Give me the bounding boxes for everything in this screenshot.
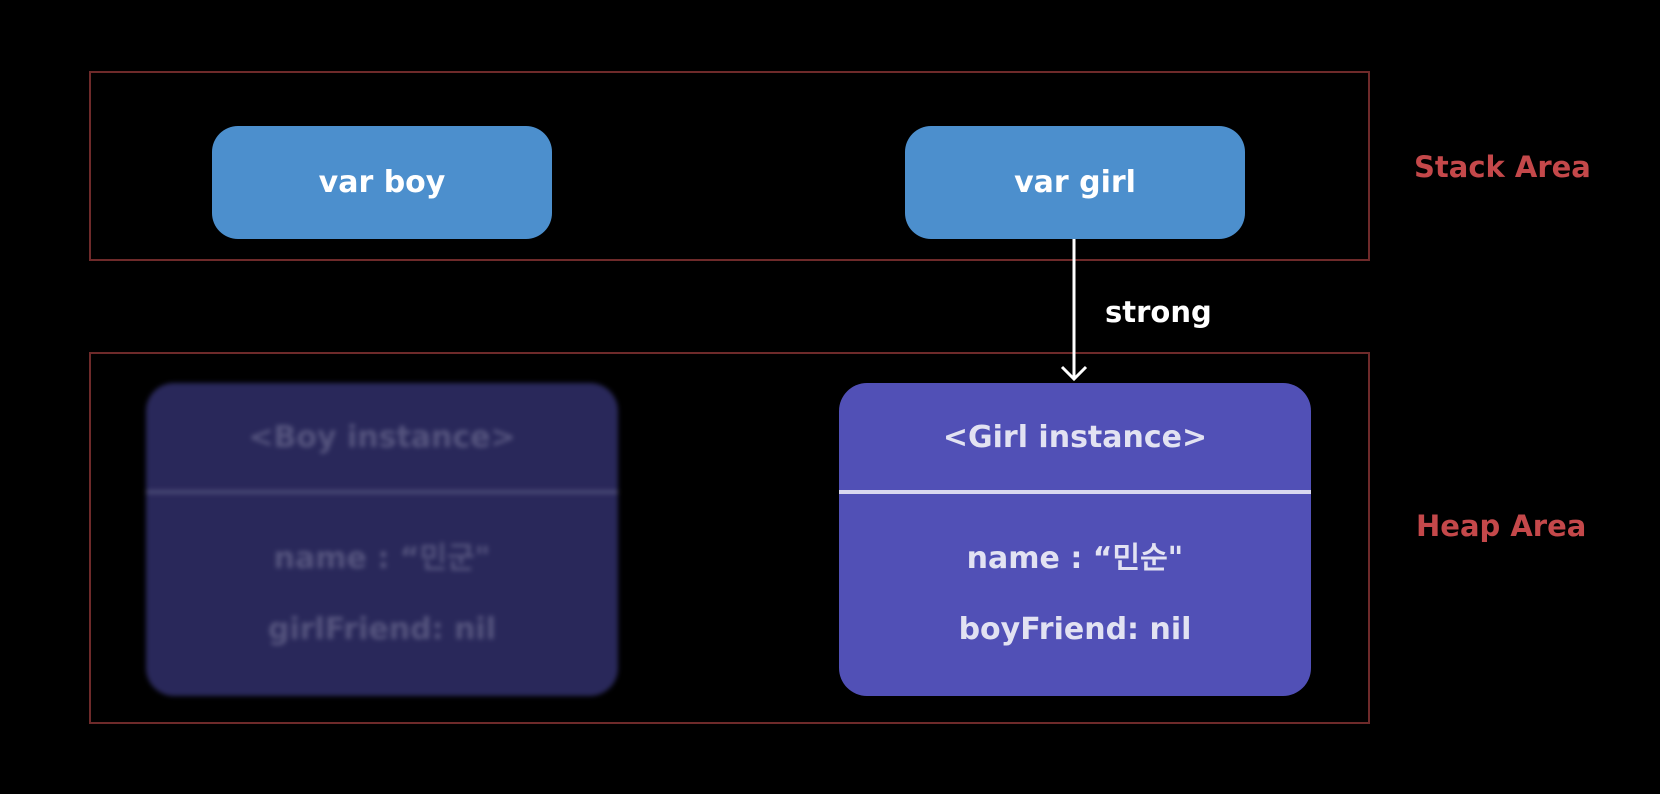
stack-area-frame <box>89 71 1370 261</box>
var-boy-label: var boy <box>318 165 446 200</box>
heap-area-label: Heap Area <box>1416 509 1587 543</box>
var-girl-box: var girl <box>905 126 1245 239</box>
girl-instance-box: <Girl instance> name : “민순" boyFriend: n… <box>839 383 1311 696</box>
var-boy-box: var boy <box>212 126 552 239</box>
var-girl-label: var girl <box>1014 165 1136 200</box>
boy-instance-name-prop: name : “민군" <box>273 541 491 576</box>
stack-area-label: Stack Area <box>1414 150 1591 184</box>
heap-area-frame <box>89 352 1370 724</box>
girl-instance-boyfriend-prop: boyFriend: nil <box>958 612 1192 647</box>
strong-reference-label: strong <box>1105 295 1212 329</box>
girl-instance-divider <box>839 490 1311 494</box>
boy-instance-girlfriend-prop: girlFriend: nil <box>267 612 497 647</box>
girl-instance-title: <Girl instance> <box>942 419 1208 455</box>
girl-instance-name-prop: name : “민순" <box>966 541 1184 576</box>
boy-instance-divider <box>146 490 618 494</box>
boy-instance-box: <Boy instance> name : “민군" girlFriend: n… <box>146 383 618 696</box>
boy-instance-title: <Boy instance> <box>248 419 516 455</box>
